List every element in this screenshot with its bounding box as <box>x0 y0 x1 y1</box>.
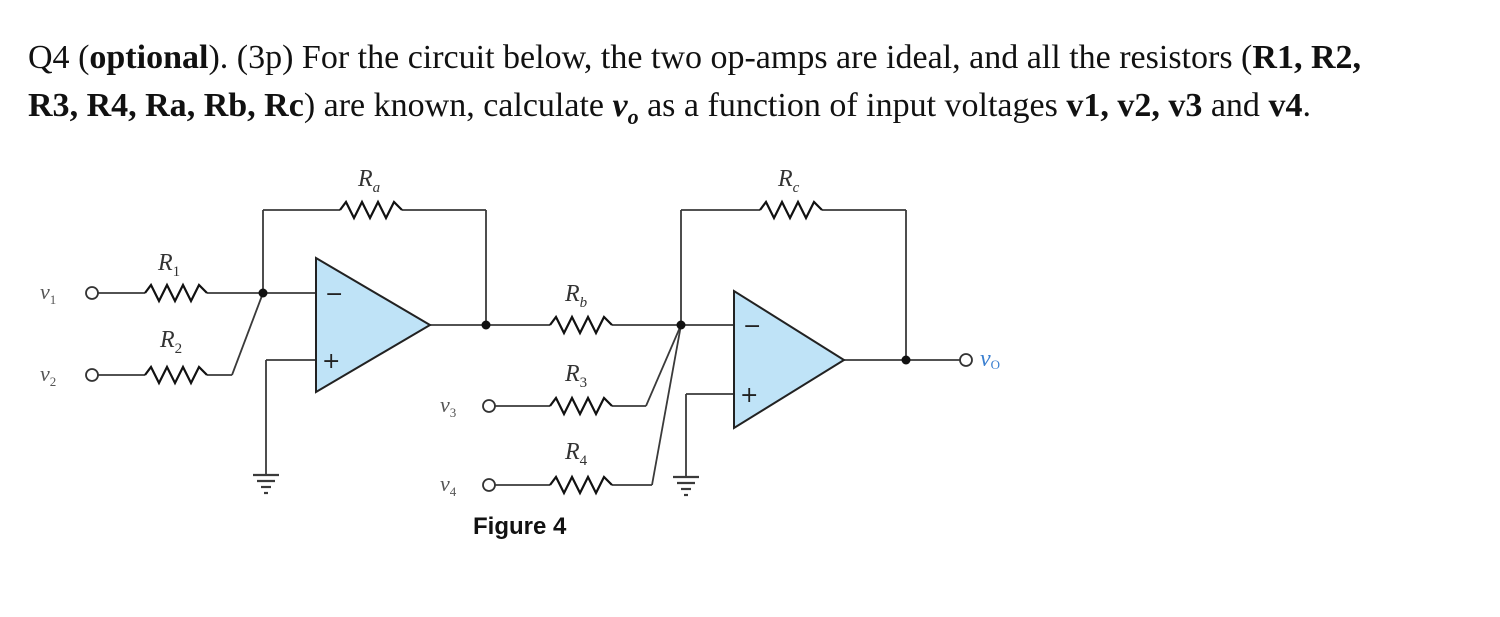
label-v1: v1 <box>40 279 56 307</box>
junction-node-opamp1-output <box>481 320 491 330</box>
opamp-1-minus-sign: − <box>325 282 343 307</box>
resistor-ra <box>339 199 403 221</box>
terminal-v1 <box>85 286 99 300</box>
label-r2: R2 <box>159 327 182 357</box>
terminal-vo <box>959 353 973 367</box>
label-rc: Rc <box>777 166 800 196</box>
label-r3: R3 <box>564 361 587 391</box>
last-input: v4 <box>1268 87 1303 124</box>
opamp-2 <box>733 289 846 430</box>
opamp-1-plus-sign: + <box>322 349 340 374</box>
resistor-rb <box>549 314 613 336</box>
question-body-2: are known, calculate <box>323 87 604 124</box>
resistor-list-1: R1, R2, <box>1252 39 1362 76</box>
figure-caption: Figure 4 <box>473 513 567 540</box>
question-text: Q4 (optional). (3p) For the circuit belo… <box>28 39 1362 129</box>
ground-2-icon <box>673 475 699 497</box>
wires <box>98 209 960 486</box>
question-number: Q4 <box>28 39 70 76</box>
resistor-rc <box>759 199 823 221</box>
terminal-v4 <box>482 478 496 492</box>
optional-tag: optional <box>89 39 209 76</box>
points: (3p) <box>236 39 294 76</box>
resistor-r3 <box>549 395 613 417</box>
question-body-1: For the circuit below, the two op-amps a… <box>301 39 1253 76</box>
opamp-2-minus-sign: − <box>743 314 761 339</box>
label-v2: v2 <box>40 361 56 389</box>
opamp-2-plus-sign: + <box>740 383 758 408</box>
opamp-1 <box>315 256 432 394</box>
terminal-v2 <box>85 368 99 382</box>
junction-node-inverting-2 <box>676 320 686 330</box>
resistor-r2 <box>144 364 208 386</box>
terminal-v3 <box>482 399 496 413</box>
label-r4: R4 <box>564 439 588 469</box>
label-v3: v3 <box>440 392 456 420</box>
input-list: v1, v2, v3 <box>1066 87 1203 124</box>
ground-1-icon <box>253 473 279 495</box>
and-word: and <box>1210 87 1260 124</box>
label-v4: v4 <box>440 471 457 499</box>
label-r1: R1 <box>157 250 180 280</box>
label-ra: Ra <box>357 166 380 196</box>
junction-node-inverting-1 <box>258 288 268 298</box>
output-variable: vo <box>612 87 639 129</box>
resistor-list-2: R3, R4, Ra, Rb, Rc <box>28 87 304 124</box>
resistor-r1 <box>144 282 208 304</box>
label-vo: vO <box>980 346 1000 372</box>
resistor-r4 <box>549 474 613 496</box>
question-body-3: as a function of input voltages <box>647 87 1058 124</box>
label-rb: Rb <box>564 281 588 311</box>
junction-node-output <box>901 355 911 365</box>
